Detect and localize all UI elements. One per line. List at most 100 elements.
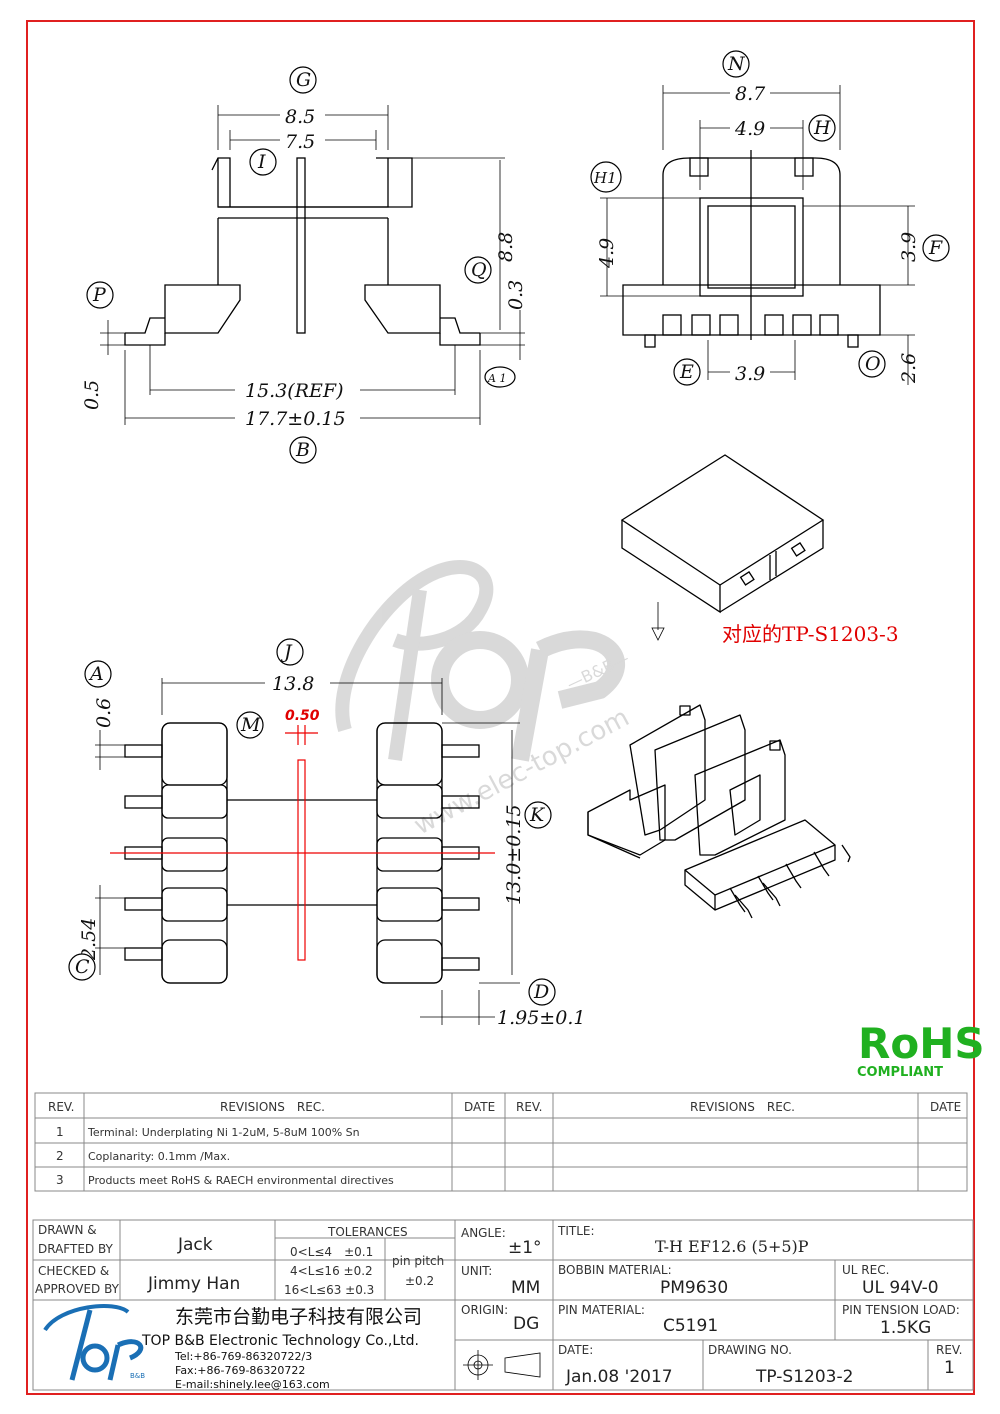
label-O: O bbox=[865, 353, 881, 375]
label-H: H bbox=[813, 117, 831, 139]
rev-row-2-text: Coplanarity: 0.1mm /Max. bbox=[88, 1150, 230, 1163]
label-H1: H1 bbox=[593, 169, 617, 187]
unit-label: UNIT: bbox=[461, 1264, 492, 1278]
company-tel: Tel:+86-769-86320722/3 bbox=[174, 1350, 312, 1363]
rohs-title: RoHS bbox=[858, 1019, 985, 1068]
label-I: I bbox=[257, 151, 266, 173]
dim-4-9-left: 4.9 bbox=[596, 238, 618, 269]
cover-note: 对应的TP-S1203-3 bbox=[722, 622, 899, 646]
label-M: M bbox=[240, 714, 261, 736]
ul-label: UL REC. bbox=[842, 1263, 889, 1277]
origin-label: ORIGIN: bbox=[461, 1303, 508, 1317]
front-view: G 8.5 7.5 I 8.8 Q 0.3 P 0.5 A 1 15.3(REF… bbox=[81, 66, 527, 464]
angle-value: ±1° bbox=[508, 1238, 542, 1258]
rev-row-1-text: Terminal: Underplating Ni 1-2uM, 5-8uM 1… bbox=[87, 1126, 360, 1139]
tol-row-3: 16<L≤63 ±0.3 bbox=[284, 1283, 374, 1297]
dim-4-9-top: 4.9 bbox=[734, 118, 765, 140]
rohs-mark: RoHS COMPLIANT bbox=[857, 1019, 985, 1080]
date-value: Jan.08 '2017 bbox=[565, 1367, 673, 1387]
drawn-label-1: DRAWN & bbox=[38, 1223, 97, 1237]
dim-1-95: 1.95±0.1 bbox=[497, 1007, 585, 1029]
dim-13-8: 13.8 bbox=[272, 673, 314, 695]
dim-0-6: 0.6 bbox=[93, 698, 115, 728]
drawn-by: Jack bbox=[177, 1235, 213, 1255]
side-view: N 8.7 4.9 H H1 4.9 3.9 F 2.6 E 3.9 O bbox=[590, 50, 950, 386]
dim-3-9-bottom: 3.9 bbox=[735, 363, 765, 385]
rev-header-rec-2: REVISIONS REC. bbox=[690, 1100, 795, 1114]
label-N: N bbox=[727, 53, 746, 75]
drawn-label-2: DRAFTED BY bbox=[38, 1242, 114, 1256]
label-C: C bbox=[75, 956, 90, 978]
origin-value: DG bbox=[513, 1314, 539, 1334]
company-fax: Fax:+86-769-86320722 bbox=[175, 1364, 305, 1377]
bottom-view: A 0.6 J 13.8 M 0.50 K 13.0±0.15 2.54 C D… bbox=[68, 638, 585, 1029]
projection-symbol-icon bbox=[463, 1350, 541, 1380]
label-D: D bbox=[533, 981, 549, 1003]
bobbin-value: PM9630 bbox=[660, 1278, 728, 1298]
revisions-table: REV. REVISIONS REC. DATE REV. REVISIONS … bbox=[34, 1092, 968, 1192]
rev-row-3-text: Products meet RoHS & RAECH environmental… bbox=[88, 1174, 394, 1187]
rev-header-rec: REVISIONS REC. bbox=[220, 1100, 325, 1114]
tol-row-1: 0<L≤4 ±0.1 bbox=[290, 1245, 373, 1259]
company-email: E-mail:shinely.lee@163.com bbox=[175, 1378, 330, 1391]
dim-0-50: 0.50 bbox=[285, 708, 320, 724]
sheet-border bbox=[26, 20, 975, 1395]
rev-header-date: DATE bbox=[464, 1100, 495, 1114]
dim-0-5: 0.5 bbox=[81, 380, 103, 410]
checked-by: Jimmy Han bbox=[147, 1274, 240, 1294]
dim-2-54: 2.54 bbox=[78, 918, 100, 961]
title-value: T-H EF12.6 (5+5)P bbox=[655, 1237, 809, 1256]
dwg-value: TP-S1203-2 bbox=[755, 1367, 853, 1387]
watermark: —B&B— www.elec-top.com bbox=[335, 560, 634, 841]
tol-row-2: 4<L≤16 ±0.2 bbox=[290, 1264, 373, 1278]
label-B: B bbox=[295, 439, 310, 461]
company-name-en: TOP B&B Electronic Technology Co.,Ltd. bbox=[141, 1333, 419, 1349]
rev-row-1-num: 1 bbox=[56, 1125, 64, 1139]
label-F: F bbox=[928, 237, 943, 259]
title-block: DRAWN & DRAFTED BY Jack CHECKED & APPROV… bbox=[32, 1219, 974, 1391]
label-J: J bbox=[280, 641, 293, 663]
rev-header-rev: REV. bbox=[48, 1100, 74, 1114]
dwg-label: DRAWING NO. bbox=[708, 1343, 792, 1357]
label-Q: Q bbox=[471, 259, 487, 281]
pin-label: PIN MATERIAL: bbox=[558, 1303, 645, 1317]
logo-bb: B&B bbox=[130, 1372, 145, 1380]
dim-8-8: 8.8 bbox=[495, 232, 517, 262]
tol-title: TOLERANCES bbox=[327, 1225, 408, 1239]
bobbin-label: BOBBIN MATERIAL: bbox=[558, 1263, 672, 1277]
dim-2-6: 2.6 bbox=[898, 353, 920, 384]
rev-row-2-num: 2 bbox=[56, 1149, 64, 1163]
rev-value: 1 bbox=[944, 1358, 955, 1378]
checked-label-1: CHECKED & bbox=[38, 1264, 109, 1278]
pitch-label: pin pitch bbox=[392, 1254, 444, 1268]
rohs-sub: COMPLIANT bbox=[857, 1065, 943, 1080]
rev-header-date-2: DATE bbox=[930, 1100, 961, 1114]
label-A: A bbox=[88, 663, 104, 685]
rev-label: REV. bbox=[936, 1343, 962, 1357]
rev-header-rev-2: REV. bbox=[516, 1100, 542, 1114]
tension-value: 1.5KG bbox=[880, 1318, 931, 1338]
dim-3-9-right: 3.9 bbox=[898, 232, 920, 262]
checked-label-2: APPROVED BY bbox=[35, 1282, 120, 1296]
title-label: TITLE: bbox=[557, 1224, 595, 1238]
rev-row-3-num: 3 bbox=[56, 1173, 64, 1187]
date-label: DATE: bbox=[558, 1343, 593, 1357]
dim-15-3-ref: 15.3(REF) bbox=[245, 380, 344, 402]
label-K: K bbox=[529, 804, 546, 826]
pin-value: C5191 bbox=[663, 1316, 718, 1336]
angle-label: ANGLE: bbox=[461, 1226, 506, 1240]
dim-8-5: 8.5 bbox=[285, 106, 315, 128]
dim-8-7: 8.7 bbox=[735, 83, 766, 105]
dim-13-0: 13.0±0.15 bbox=[503, 804, 525, 905]
dim-17-7: 17.7±0.15 bbox=[245, 408, 346, 430]
company-name-cn: 东莞市台勤电子科技有限公司 bbox=[175, 1306, 422, 1328]
label-P: P bbox=[92, 284, 107, 306]
ul-value: UL 94V-0 bbox=[862, 1278, 939, 1298]
tension-label: PIN TENSION LOAD: bbox=[842, 1303, 960, 1317]
dim-0-3: 0.3 bbox=[505, 280, 527, 310]
label-A1: A 1 bbox=[487, 372, 506, 385]
label-G: G bbox=[296, 69, 311, 91]
bobbin-iso-view bbox=[587, 704, 851, 919]
dim-7-5: 7.5 bbox=[285, 131, 315, 153]
